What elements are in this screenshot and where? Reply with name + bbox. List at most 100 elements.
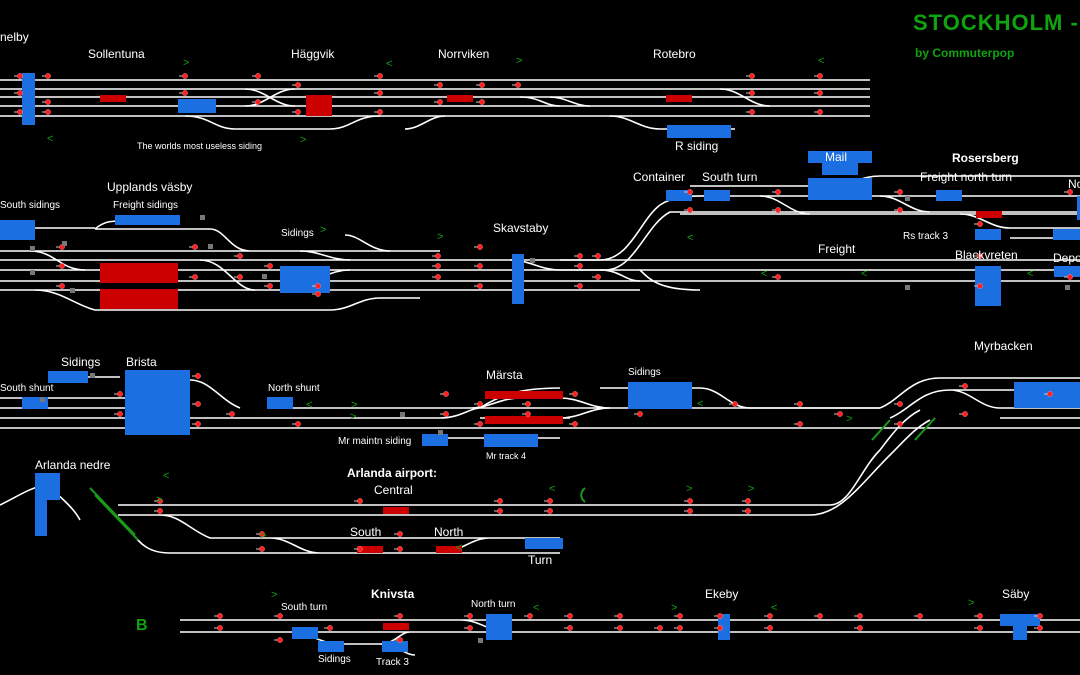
signal-lamp[interactable] [157,508,163,514]
signal-lamp[interactable] [17,73,23,79]
signal-lamp[interactable] [377,109,383,115]
signal-lamp[interactable] [567,613,573,619]
signal-lamp[interactable] [195,373,201,379]
signal-lamp[interactable] [192,274,198,280]
signal-lamp[interactable] [687,207,693,213]
signal-lamp[interactable] [497,498,503,504]
signal-lamp[interactable] [687,508,693,514]
signal-lamp[interactable] [45,109,51,115]
signal-lamp[interactable] [357,546,363,552]
signal-lamp[interactable] [837,411,843,417]
signal-lamp[interactable] [577,283,583,289]
signal-lamp[interactable] [295,82,301,88]
signal-lamp[interactable] [977,625,983,631]
signal-lamp[interactable] [749,90,755,96]
signal-lamp[interactable] [817,90,823,96]
signal-lamp[interactable] [182,73,188,79]
signal-lamp[interactable] [767,625,773,631]
signal-lamp[interactable] [315,291,321,297]
signal-lamp[interactable] [817,109,823,115]
signal-lamp[interactable] [255,73,261,79]
signal-lamp[interactable] [1037,625,1043,631]
signal-lamp[interactable] [817,73,823,79]
signal-lamp[interactable] [977,613,983,619]
signal-lamp[interactable] [817,613,823,619]
signal-lamp[interactable] [237,253,243,259]
signal-lamp[interactable] [437,82,443,88]
signal-lamp[interactable] [45,99,51,105]
signal-lamp[interactable] [237,274,243,280]
signal-lamp[interactable] [315,283,321,289]
signal-lamp[interactable] [117,411,123,417]
signal-lamp[interactable] [797,401,803,407]
signal-lamp[interactable] [435,263,441,269]
signal-lamp[interactable] [467,613,473,619]
signal-lamp[interactable] [217,613,223,619]
signal-lamp[interactable] [59,283,65,289]
signal-lamp[interactable] [435,253,441,259]
signal-lamp[interactable] [897,401,903,407]
signal-lamp[interactable] [687,498,693,504]
signal-lamp[interactable] [217,625,223,631]
signal-lamp[interactable] [467,625,473,631]
signal-lamp[interactable] [357,498,363,504]
signal-lamp[interactable] [182,90,188,96]
signal-lamp[interactable] [443,411,449,417]
signal-lamp[interactable] [397,637,403,643]
signal-lamp[interactable] [572,391,578,397]
signal-lamp[interactable] [525,401,531,407]
signal-lamp[interactable] [195,421,201,427]
signal-lamp[interactable] [745,508,751,514]
signal-lamp[interactable] [192,244,198,250]
signal-lamp[interactable] [857,625,863,631]
signal-lamp[interactable] [717,625,723,631]
signal-lamp[interactable] [477,401,483,407]
signal-lamp[interactable] [497,508,503,514]
signal-lamp[interactable] [897,189,903,195]
signal-lamp[interactable] [617,625,623,631]
signal-lamp[interactable] [479,99,485,105]
signal-lamp[interactable] [437,99,443,105]
signal-lamp[interactable] [657,625,663,631]
signal-lamp[interactable] [435,274,441,280]
signal-lamp[interactable] [477,421,483,427]
signal-lamp[interactable] [617,613,623,619]
signal-lamp[interactable] [977,221,983,227]
signal-lamp[interactable] [277,637,283,643]
signal-lamp[interactable] [59,263,65,269]
signal-lamp[interactable] [117,391,123,397]
signal-lamp[interactable] [749,109,755,115]
signal-lamp[interactable] [917,613,923,619]
signal-lamp[interactable] [717,613,723,619]
signal-lamp[interactable] [677,625,683,631]
signal-lamp[interactable] [577,263,583,269]
signal-lamp[interactable] [547,508,553,514]
signal-lamp[interactable] [327,625,333,631]
signal-lamp[interactable] [397,531,403,537]
signal-lamp[interactable] [377,73,383,79]
signal-lamp[interactable] [897,421,903,427]
signal-lamp[interactable] [687,189,693,195]
signal-lamp[interactable] [267,263,273,269]
signal-lamp[interactable] [477,244,483,250]
signal-lamp[interactable] [977,283,983,289]
signal-lamp[interactable] [255,99,261,105]
signal-lamp[interactable] [525,411,531,417]
signal-lamp[interactable] [547,498,553,504]
signal-lamp[interactable] [295,109,301,115]
signal-lamp[interactable] [767,613,773,619]
signal-lamp[interactable] [229,411,235,417]
signal-lamp[interactable] [195,401,201,407]
signal-lamp[interactable] [677,613,683,619]
signal-lamp[interactable] [637,411,643,417]
signal-lamp[interactable] [745,498,751,504]
signal-lamp[interactable] [267,283,273,289]
signal-lamp[interactable] [397,613,403,619]
signal-lamp[interactable] [797,421,803,427]
signal-lamp[interactable] [295,421,301,427]
signal-lamp[interactable] [17,109,23,115]
signal-lamp[interactable] [567,625,573,631]
signal-lamp[interactable] [775,207,781,213]
signal-lamp[interactable] [775,189,781,195]
signal-lamp[interactable] [732,401,738,407]
